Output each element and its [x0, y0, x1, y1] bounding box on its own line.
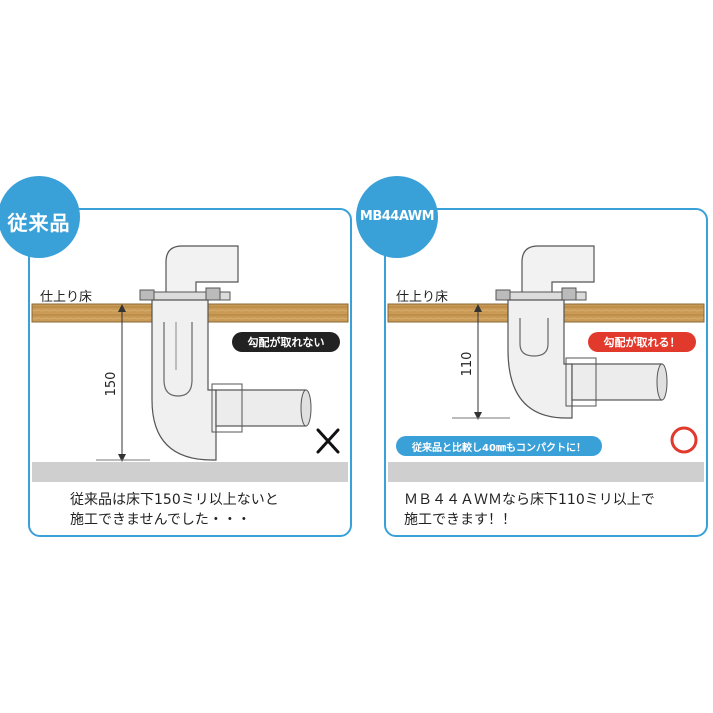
left-trap	[151, 299, 217, 461]
right-caption-line1: ＭＢ４４ＡＷＭなら床下110ミリ以上で	[404, 492, 655, 508]
left-height-label: 150	[104, 372, 119, 397]
right-caption-line2: 施工できます！！	[404, 512, 516, 528]
left-caption-line1: 従来品は床下150ミリ以上ないと	[70, 492, 279, 508]
right-compare-pill: 従来品と比較し40㎜もコンパクトに！	[396, 436, 602, 456]
right-ground	[388, 462, 704, 482]
left-floor-label: 仕上り床	[40, 290, 93, 305]
right-height-label: 110	[460, 352, 475, 377]
right-floor-label: 仕上り床	[396, 290, 449, 305]
left-caption-line2: 施工できませんでした・・・	[70, 512, 251, 528]
badge-mb44awm: MB44AWM	[356, 176, 438, 258]
right-diagram	[387, 245, 705, 482]
badge-conventional: 従来品	[0, 176, 80, 258]
badge-mb44awm-label: MB44AWM	[359, 209, 435, 224]
right-circle-mark	[670, 426, 698, 454]
right-drain-pipe	[571, 363, 663, 401]
right-top-fitting	[521, 245, 595, 297]
left-ground	[32, 462, 348, 482]
left-diagram	[31, 245, 349, 482]
right-trap	[507, 299, 573, 419]
left-top-fitting	[165, 245, 239, 297]
badge-conventional-label: 従来品	[7, 211, 71, 235]
left-drain-pipe	[215, 389, 307, 427]
right-note-pill: 勾配が取れる！	[588, 332, 696, 352]
left-note-pill: 勾配が取れない	[232, 332, 340, 352]
left-cross-mark	[316, 428, 340, 454]
